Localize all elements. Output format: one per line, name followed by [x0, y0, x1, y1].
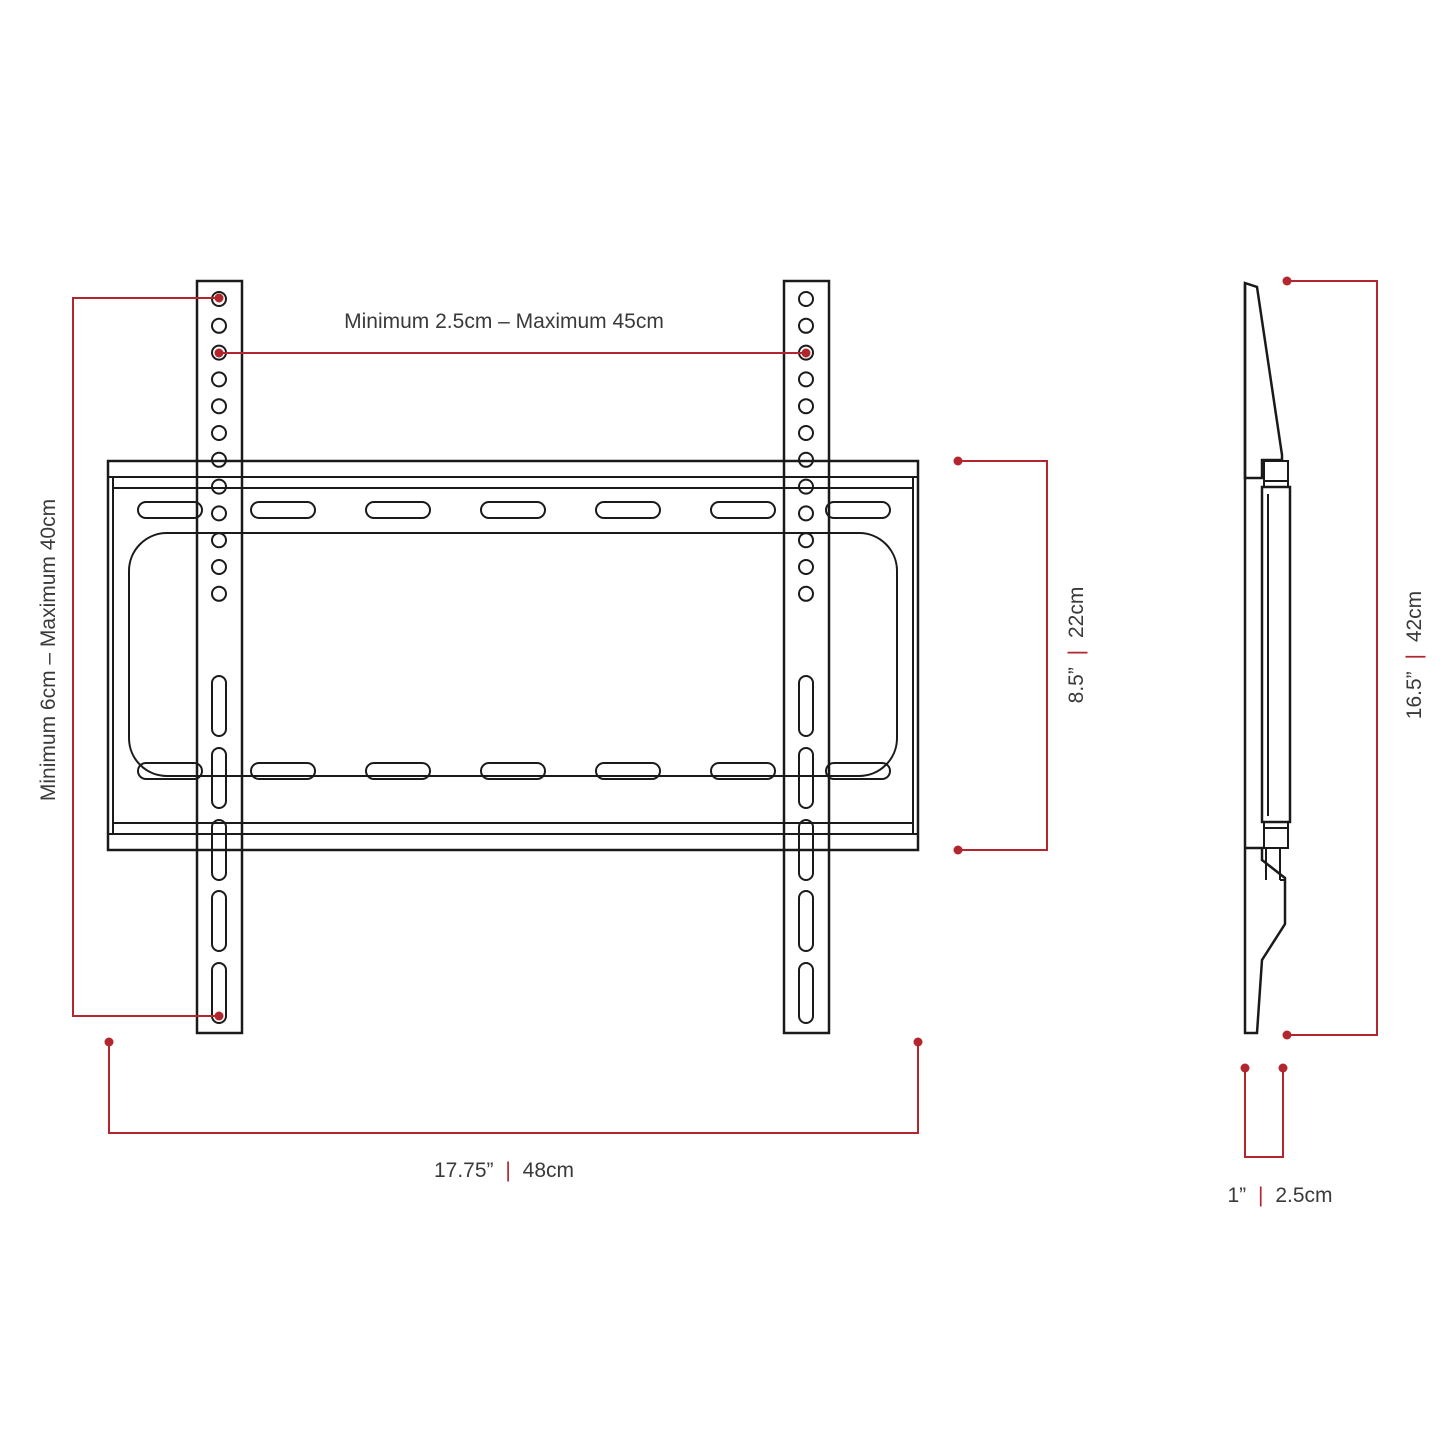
arm-hole: [211, 398, 227, 415]
svg-text:1” | 2.5cm: 1” | 2.5cm: [1227, 1184, 1332, 1207]
right-arm: [782, 279, 831, 1035]
plate-slot: [480, 762, 546, 780]
width-dimension: 17.75” | 48cm: [104, 1037, 923, 1182]
left-arm: [195, 279, 244, 1035]
arm-hole: [798, 532, 814, 549]
arm-hole: [211, 478, 227, 495]
plate-slot: [480, 501, 546, 519]
total-height-separator: |: [1403, 654, 1426, 659]
plate-height-dimension: 8.5” | 22cm: [953, 456, 1088, 855]
side-view-profile: [1243, 281, 1292, 1035]
arm-slot: [211, 962, 227, 1024]
depth-inches: 1”: [1227, 1184, 1246, 1207]
arm-hole: [798, 559, 814, 575]
arm-hole: [798, 478, 814, 495]
arm-hole: [211, 317, 227, 334]
right-arm-holes: [798, 291, 814, 1024]
arm-hole: [211, 425, 227, 441]
arm-slot: [798, 747, 814, 809]
arm-hole: [211, 532, 227, 549]
arm-hole: [798, 585, 814, 602]
plate-height-cm: 22cm: [1065, 587, 1088, 638]
hole-spacing-label: Minimum 2.5cm – Maximum 45cm: [344, 310, 664, 333]
plate-slot: [595, 501, 661, 519]
wall-plate: [106, 459, 920, 852]
plate-slot: [825, 762, 891, 780]
arm-hole: [211, 585, 227, 602]
vertical-spacing-dimension: Minimum 6cm – Maximum 40cm: [37, 293, 224, 1021]
plate-slot: [250, 501, 316, 519]
vertical-spacing-label: Minimum 6cm – Maximum 40cm: [37, 499, 60, 801]
plate-height-separator: |: [1065, 650, 1088, 655]
left-arm-holes: [211, 291, 227, 1024]
arm-hole: [798, 425, 814, 441]
total-height-inches: 16.5”: [1403, 671, 1426, 719]
plate-slots: [137, 501, 891, 780]
width-cm: 48cm: [523, 1159, 574, 1182]
arm-slot: [798, 962, 814, 1024]
plate-slot: [137, 501, 203, 519]
arm-hole: [211, 371, 227, 388]
depth-dimension: 1” | 2.5cm: [1227, 1063, 1333, 1207]
arm-slot: [211, 819, 227, 881]
arm-hole: [798, 371, 814, 388]
width-inches: 17.75”: [434, 1159, 494, 1182]
svg-text:17.75” | 48cm: 17.75” | 48cm: [434, 1159, 574, 1182]
plate-slot: [710, 501, 776, 519]
plate-slot: [365, 762, 431, 780]
plate-slot: [365, 501, 431, 519]
plate-height-inches: 8.5”: [1065, 667, 1088, 703]
arm-slot: [211, 675, 227, 737]
plate-slot: [595, 762, 661, 780]
arm-slot: [798, 819, 814, 881]
plate-slot: [250, 762, 316, 780]
plate-slot: [137, 762, 203, 780]
arm-slot: [798, 890, 814, 952]
plate-slot: [710, 762, 776, 780]
arm-hole: [798, 505, 814, 522]
total-height-cm: 42cm: [1403, 591, 1426, 642]
hole-spacing-dimension: Minimum 2.5cm – Maximum 45cm: [214, 310, 811, 358]
arm-hole: [211, 451, 227, 468]
depth-cm: 2.5cm: [1275, 1184, 1332, 1207]
arm-hole: [798, 451, 814, 468]
arm-hole: [211, 505, 227, 522]
arm-slot: [211, 747, 227, 809]
arm-hole: [798, 398, 814, 415]
svg-text:8.5” | 22cm: 8.5” | 22cm: [1065, 587, 1088, 704]
arm-hole: [798, 291, 814, 307]
total-height-dimension: 16.5” | 42cm: [1282, 276, 1426, 1040]
plate-slot: [825, 501, 891, 519]
arm-hole: [798, 317, 814, 334]
arm-slot: [211, 890, 227, 952]
arm-slot: [798, 675, 814, 737]
svg-text:16.5” | 42cm: 16.5” | 42cm: [1403, 591, 1426, 719]
width-separator: |: [505, 1159, 510, 1182]
depth-separator: |: [1258, 1184, 1263, 1207]
arm-hole: [211, 559, 227, 575]
